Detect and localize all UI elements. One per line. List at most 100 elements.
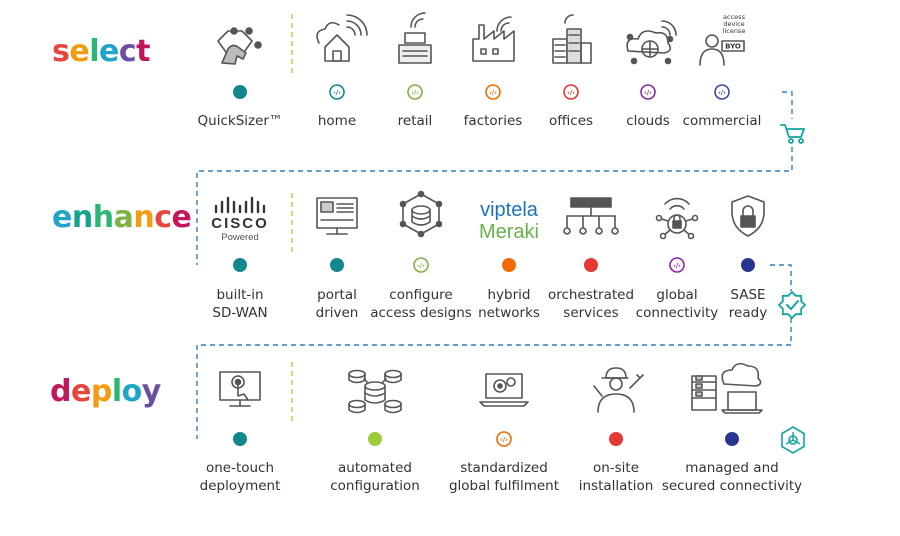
step-label-line: deployment [199, 478, 281, 494]
office-buildings-icon [552, 14, 592, 64]
step-label: retail [398, 112, 433, 130]
svg-text:‹/›: ‹/› [718, 89, 726, 97]
step-label-line: offices [548, 113, 594, 129]
step-enhance-1-node [330, 258, 344, 272]
step-label: home [318, 112, 356, 130]
step-label: on-site installation [579, 459, 654, 495]
connector-enhance-to-badge [770, 264, 792, 291]
step-label-line: portal [317, 287, 357, 303]
step-label: factories [464, 112, 523, 130]
step-select-5-node: ‹/› [640, 84, 656, 100]
step-label-line: networks [478, 305, 540, 321]
step-select-3-node: ‹/› [485, 84, 501, 100]
step-label-line: standardized [460, 460, 548, 476]
shield-lock-icon [731, 195, 765, 237]
step-label-line: services [563, 305, 619, 321]
step-enhance-2-node: ‹/› [413, 257, 429, 273]
step-label: commercial [683, 112, 762, 130]
svg-text:‹/›: ‹/› [333, 89, 341, 97]
step-label-line: clouds [626, 113, 670, 129]
step-label-line: one-touch [205, 460, 275, 476]
svg-text:‹/›: ‹/› [644, 89, 652, 97]
step-label-line: automated [338, 460, 412, 476]
step-select-0-node [233, 85, 247, 99]
step-label-line: on-site [592, 460, 640, 476]
step-label-line: secured connectivity [661, 478, 803, 494]
step-label-line: global [656, 287, 698, 303]
cash-register-icon [398, 12, 432, 64]
stage-title-enhance: enhance [52, 200, 192, 235]
step-label: QuickSizer™ [198, 112, 283, 130]
check-badge-icon [777, 290, 807, 320]
step-label-line: managed and [685, 460, 779, 476]
step-label: standardized global fulfilment [449, 459, 559, 495]
server-cloud-laptop-icon [691, 362, 763, 414]
network-hex-icon [781, 426, 805, 454]
step-label: automated configuration [330, 459, 420, 495]
stage-title-select: select [52, 34, 151, 69]
wireless-lock-icon [655, 197, 699, 240]
step-label-line: installation [578, 478, 654, 494]
touch-monitor-icon [219, 371, 261, 407]
monitor-portal-icon [316, 197, 358, 235]
connector-cart-to-enhance [196, 147, 793, 265]
step-deploy-3-node [609, 432, 623, 446]
stage-title-deploy: deploy [50, 374, 161, 409]
database-network-icon [399, 190, 443, 238]
step-enhance-6-node [741, 258, 755, 272]
step-label-line: ready [728, 305, 768, 321]
meraki-logo-text: Meraki [479, 221, 539, 243]
laptop-gears-icon [479, 373, 529, 407]
step-deploy-0-node [233, 432, 247, 446]
step-label-line: retail [397, 113, 433, 129]
svg-text:‹/›: ‹/› [411, 89, 419, 97]
step-label: orchestrated services [548, 286, 634, 322]
step-label-line: home [317, 113, 357, 129]
step-label-line: orchestrated [547, 287, 635, 303]
step-enhance-3-node [502, 258, 516, 272]
step-label: SASE ready [729, 286, 767, 322]
factory-icon [472, 16, 515, 62]
step-label-line: access designs [370, 305, 472, 321]
svg-text:‹/›: ‹/› [567, 89, 575, 97]
svg-text:‹/›: ‹/› [489, 89, 497, 97]
svg-text:‹/›: ‹/› [500, 436, 508, 444]
step-label-line: built-in [216, 287, 264, 303]
cloud-network-icon [626, 20, 677, 65]
step-label: configure access designs [370, 286, 472, 322]
gear-hand-icon [217, 27, 262, 65]
step-deploy-4-node [725, 432, 739, 446]
home-cloud-icon [316, 14, 368, 62]
cisco-logo-text: CISCO [211, 215, 269, 232]
license-sign-text: license [723, 27, 746, 35]
viptela-logo-text: viptela [480, 199, 539, 221]
step-label-line: hybrid [487, 287, 531, 303]
step-enhance-4-node [584, 258, 598, 272]
step-label: hybrid networks [478, 286, 540, 322]
svg-text:‹/›: ‹/› [417, 262, 425, 270]
step-select-4-node: ‹/› [563, 84, 579, 100]
svg-text:‹/›: ‹/› [673, 262, 681, 270]
byo-sign-text: BYO [725, 43, 741, 51]
step-label-line: configuration [330, 478, 420, 494]
step-label: clouds [626, 112, 670, 130]
license-sign-text: device [723, 20, 744, 28]
step-label-line: configure [389, 287, 453, 303]
network-hierarchy-icon [563, 197, 619, 235]
step-label-line: global fulfilment [448, 478, 560, 494]
license-sign-text: access [723, 13, 746, 21]
step-label: offices [549, 112, 593, 130]
step-label-line: SASE [730, 287, 766, 303]
step-deploy-2-node: ‹/› [496, 431, 512, 447]
step-label: one-touch deployment [200, 459, 281, 495]
step-enhance-5-node: ‹/› [669, 257, 685, 273]
connector-badge-to-deploy [196, 318, 792, 439]
